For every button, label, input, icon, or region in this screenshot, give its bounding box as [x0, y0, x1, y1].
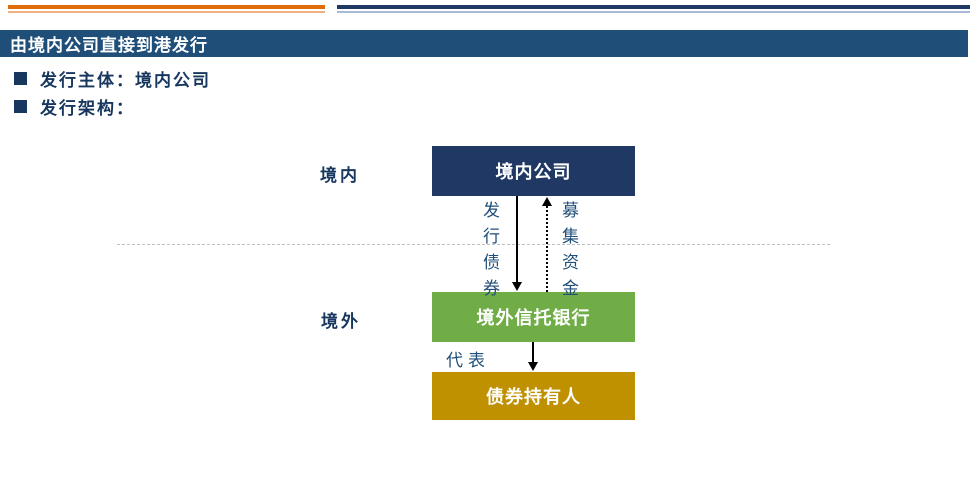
top-rule-orange-thin — [8, 11, 325, 13]
region-label-offshore: 境外 — [321, 312, 361, 332]
arrow-raise-funds-line — [546, 206, 548, 292]
node-domestic-company: 境内公司 — [432, 146, 635, 196]
arrow-issue-bonds-line — [516, 196, 518, 283]
arrow-raise-funds-head-icon — [542, 197, 552, 206]
arrow-issue-bonds-head-icon — [512, 282, 522, 291]
slide-title-bar: 由境内公司直接到港发行 — [0, 30, 968, 57]
node-offshore-trust-bank: 境外信托银行 — [432, 292, 635, 342]
top-rule-navy — [337, 5, 970, 9]
bullet-item-structure: 发行架构： — [14, 94, 135, 119]
bullet-square-icon — [14, 100, 27, 113]
arrow-represents-line — [532, 342, 534, 363]
bullet-structure-text: 发行架构： — [40, 99, 135, 119]
node-bond-holders: 债券持有人 — [432, 372, 635, 420]
edge-label-raise-funds: 募集资金 — [562, 201, 579, 299]
top-rule-navy-thin — [337, 11, 970, 13]
arrow-represents-head-icon — [528, 362, 538, 371]
bullet-issuer-text: 发行主体：境内公司 — [40, 71, 211, 91]
edge-label-represents: 代表 — [446, 351, 490, 371]
onshore-offshore-divider — [117, 244, 830, 245]
region-label-domestic: 境内 — [320, 166, 360, 186]
top-rule-orange — [8, 5, 325, 9]
slide-title: 由境内公司直接到港发行 — [10, 36, 208, 56]
bullet-square-icon — [14, 72, 27, 85]
edge-label-issue-bonds: 发行债券 — [483, 201, 500, 299]
bullet-item-issuer: 发行主体：境内公司 — [14, 66, 211, 91]
